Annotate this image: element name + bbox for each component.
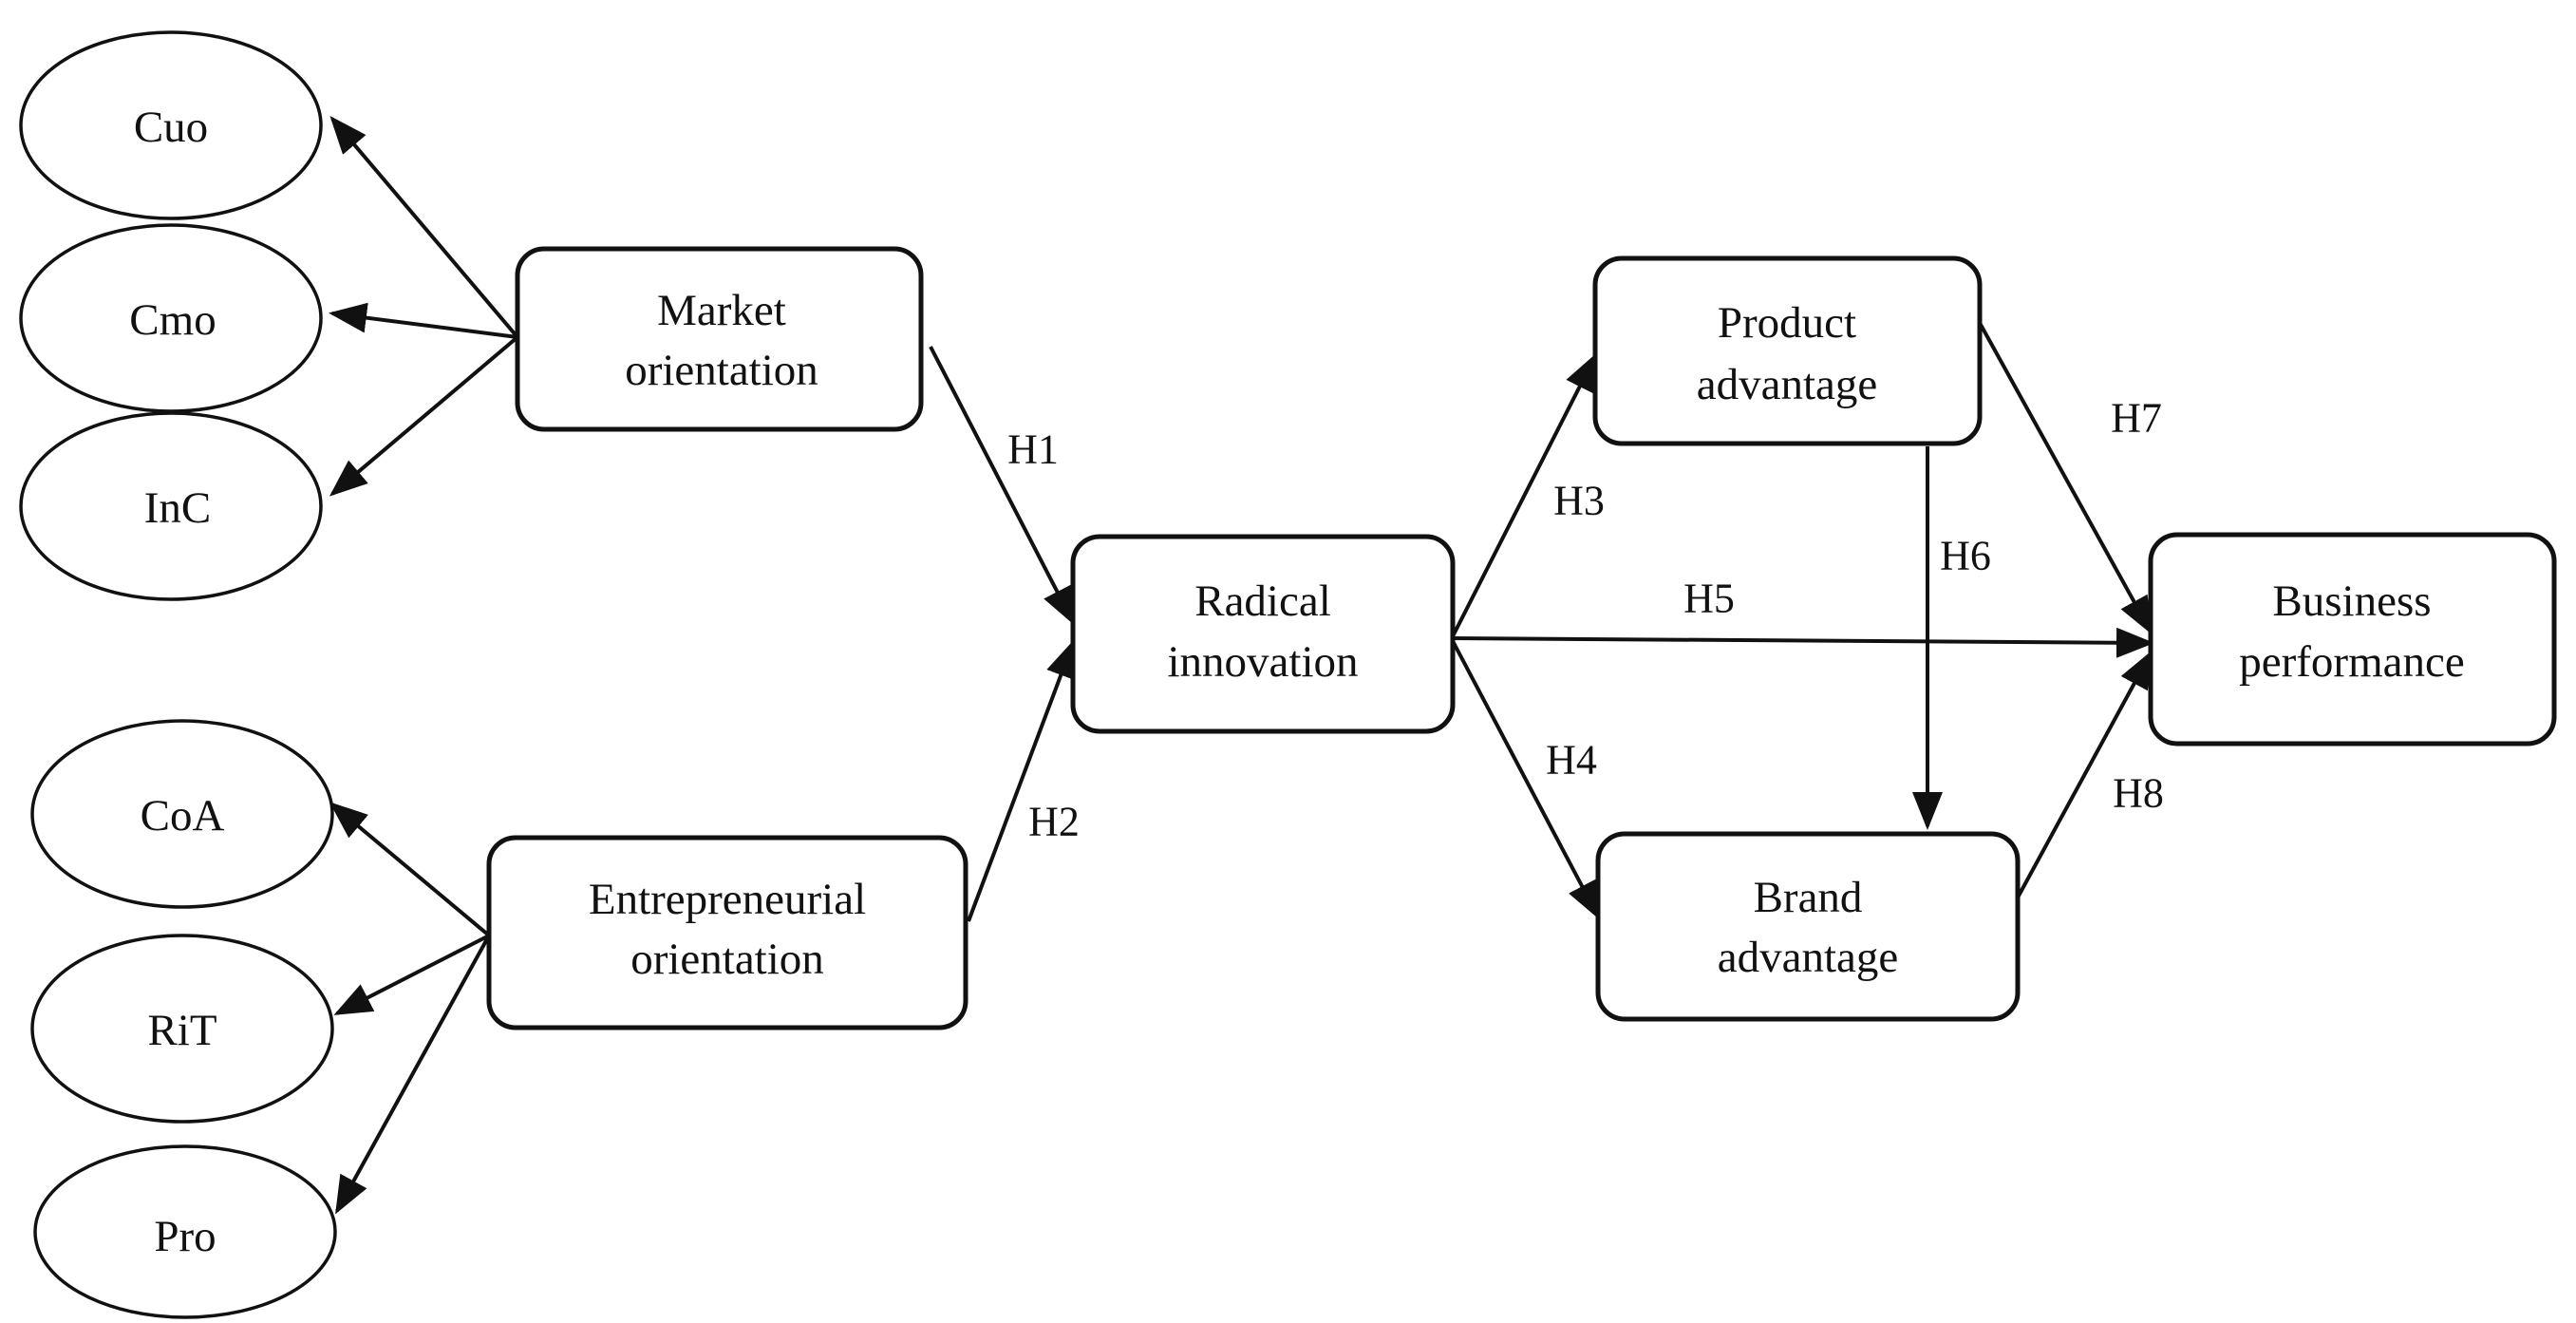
arrow-eo-to-coa — [329, 802, 491, 937]
product-advantage-label-line1: Product — [1718, 298, 1856, 348]
entrepreneurial-orientation-label-line2: orientation — [630, 935, 824, 984]
arrow-h5-ri-to-bp — [1452, 627, 2154, 658]
indicator-coa-label: CoA — [141, 791, 225, 841]
construct-entrepreneurial-orientation: Entrepreneurial orientation — [486, 835, 968, 1030]
entrepreneurial-orientation-label-line1: Entrepreneurial — [589, 875, 866, 924]
arrow-h4-ri-to-ba — [1451, 640, 1600, 920]
hypothesis-h2-label: H2 — [1028, 799, 1080, 845]
indicator-rit: RiT — [30, 934, 334, 1124]
arrow-mo-to-cuo — [329, 115, 519, 339]
construct-product-advantage: Product advantage — [1592, 255, 1983, 446]
arrow-h8-ba-to-bp — [2016, 650, 2153, 898]
brand-advantage-label-line2: advantage — [1718, 933, 1899, 982]
indicator-cmo: Cmo — [19, 223, 323, 413]
construct-business-performance: Business performance — [2148, 532, 2557, 747]
construct-brand-advantage: Brand advantage — [1595, 831, 2021, 1022]
radical-innovation-label-line1: Radical — [1194, 576, 1331, 626]
indicator-rit-label: RiT — [147, 1006, 216, 1055]
indicator-cmo-label: Cmo — [129, 295, 216, 345]
product-advantage-label-line2: advantage — [1697, 360, 1878, 409]
arrows-layer — [329, 115, 2154, 1215]
construct-radical-innovation: Radical innovation — [1070, 534, 1456, 734]
indicator-inc-shape — [19, 411, 323, 601]
arrow-eo-to-pro — [335, 935, 491, 1215]
business-performance-label-line1: Business — [2272, 576, 2431, 626]
market-orientation-label-line1: Market — [657, 286, 786, 335]
arrow-h3-ri-to-pa — [1451, 352, 1597, 637]
arrow-mo-to-cmo — [329, 302, 518, 339]
indicator-inc-label: InC — [144, 483, 212, 533]
construct-market-orientation: Market orientation — [515, 246, 924, 432]
indicator-cmo-shape — [19, 223, 323, 413]
hypothesis-h1-label: H1 — [1007, 426, 1059, 473]
brand-advantage-label-line1: Brand — [1754, 873, 1863, 922]
product-advantage-box — [1592, 255, 1983, 446]
business-performance-box — [2148, 532, 2557, 747]
indicator-cuo-label: Cuo — [134, 103, 208, 152]
radical-innovation-label-line2: innovation — [1167, 637, 1358, 687]
hypothesis-h5-label: H5 — [1683, 576, 1735, 622]
hypothesis-h3-label: H3 — [1553, 478, 1605, 524]
indicator-pro-shape — [33, 1144, 337, 1319]
indicator-cuo-shape — [19, 30, 323, 220]
indicator-inc: InC — [19, 411, 323, 601]
indicator-pro-label: Pro — [154, 1212, 216, 1261]
brand-advantage-box — [1595, 831, 2021, 1022]
indicator-coa: CoA — [30, 719, 334, 909]
arrow-eo-to-rit — [333, 934, 490, 1015]
hypothesis-h4-label: H4 — [1546, 737, 1597, 784]
hypothesis-h6-label: H6 — [1940, 533, 1991, 579]
arrow-h7-pa-to-bp — [1978, 322, 2153, 635]
arrow-h1-mo-to-ri — [929, 346, 1075, 626]
arrow-mo-to-inc — [329, 335, 519, 497]
radical-innovation-box — [1070, 534, 1456, 734]
market-orientation-label-line2: orientation — [625, 346, 818, 395]
hypothesis-h8-label: H8 — [2113, 770, 2164, 817]
indicator-cuo: Cuo — [19, 30, 323, 220]
market-orientation-box — [515, 246, 924, 432]
indicator-rit-shape — [30, 934, 334, 1124]
arrow-h2-eo-to-ri — [967, 639, 1076, 922]
indicator-coa-shape — [30, 719, 334, 909]
hypothesis-h7-label: H7 — [2111, 395, 2162, 442]
indicator-pro: Pro — [33, 1144, 337, 1319]
hypothesis-labels: H1 H2 H3 H4 H5 H6 H7 H8 — [1007, 395, 2164, 845]
entrepreneurial-orientation-box — [486, 835, 968, 1030]
business-performance-label-line2: performance — [2239, 637, 2464, 687]
